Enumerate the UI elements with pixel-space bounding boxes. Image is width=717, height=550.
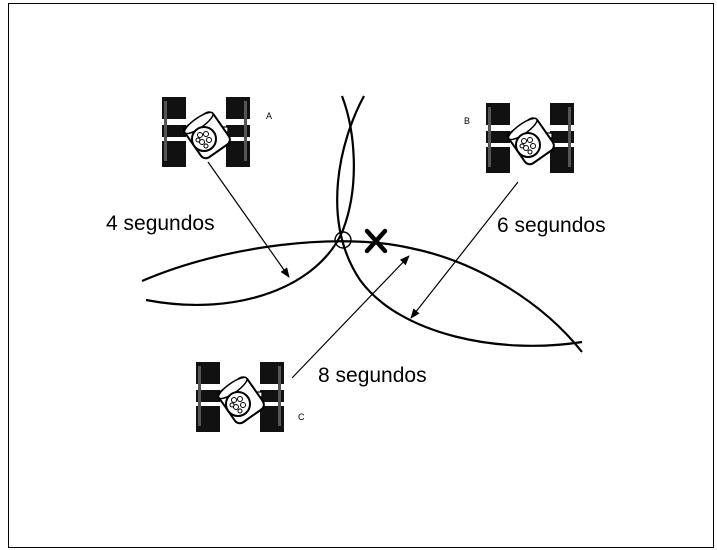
diagram-frame xyxy=(8,3,714,548)
range-arc-b xyxy=(145,95,355,307)
satellite-b-letter: B xyxy=(464,116,470,126)
signal-arrow-c xyxy=(291,255,410,379)
satellite-a-icon xyxy=(161,96,251,168)
intersection-circle xyxy=(334,231,352,249)
signal-arrow-a xyxy=(207,161,290,278)
satellite-a-time-label: 4 segundos xyxy=(106,212,215,235)
satellite-a-letter: A xyxy=(266,111,272,121)
satellite-c-letter: C xyxy=(298,412,305,422)
satellite-c-time-label: 8 segundos xyxy=(318,364,427,387)
x-mark-icon xyxy=(364,228,388,254)
range-arc-c xyxy=(336,95,583,347)
satellite-b-icon xyxy=(485,102,575,174)
satellite-b-time-label: 6 segundos xyxy=(497,214,606,237)
range-arc-a xyxy=(141,240,583,353)
signal-arrow-b xyxy=(410,181,519,319)
satellite-c-icon xyxy=(195,361,285,433)
